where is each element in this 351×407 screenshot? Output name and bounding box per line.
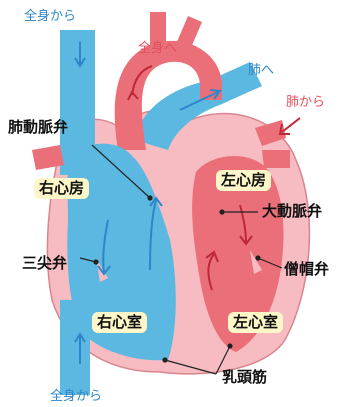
aorta-branch-2 (176, 16, 202, 50)
label-tricuspid-valve: 三尖弁 (22, 256, 67, 271)
label-left-atrium: 左心房 (216, 170, 271, 191)
flow-arrow-from-lungs (282, 118, 300, 132)
label-from-body-top: 全身から (24, 10, 76, 23)
label-right-atrium: 右心房 (34, 178, 89, 199)
label-left-ventricle: 左心室 (228, 312, 283, 333)
label-from-lungs: 肺から (286, 96, 325, 109)
label-to-lungs: 肺へ (248, 64, 274, 77)
label-aortic-valve: 大動脈弁 (262, 204, 322, 219)
label-mitral-valve: 僧帽弁 (284, 262, 329, 277)
pulmonary-vein-lower (262, 150, 290, 168)
label-from-body-bottom: 全身から (50, 390, 102, 403)
label-papillary-muscle: 乳頭筋 (222, 370, 267, 385)
label-to-body: 全身へ (138, 42, 177, 55)
label-pulmonary-valve: 肺動脈弁 (8, 120, 68, 135)
label-right-ventricle: 右心室 (92, 312, 147, 333)
